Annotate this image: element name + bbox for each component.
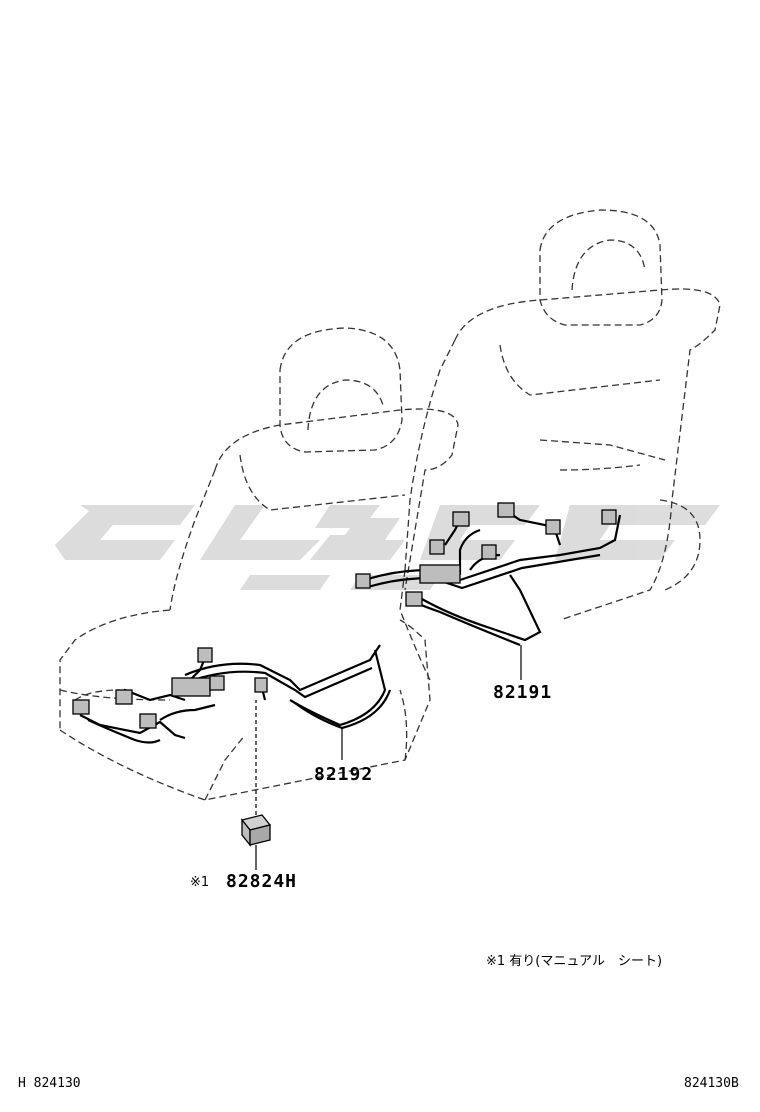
footnote-manual-seat: ※1 有り(マニュアル シート) [486,954,663,969]
part-marker-82824h: ※1 [190,875,210,890]
rear-seat [399,209,721,681]
leader-lines [255,645,522,870]
harness-82192-connectors [72,647,268,729]
front-seat [59,327,459,801]
diagram-code-left: H 824130 [18,1076,81,1091]
part-label-82192[interactable]: 82192 [314,764,374,785]
harness-82191 [364,509,622,647]
harness-82192 [79,644,392,744]
harness-82191-connectors [355,502,617,607]
diagram-code-right: 824130B [684,1076,739,1091]
cap-82824h-icon [240,814,272,847]
part-label-82191[interactable]: 82191 [493,682,553,703]
part-label-82824h[interactable]: 82824H [226,871,298,892]
